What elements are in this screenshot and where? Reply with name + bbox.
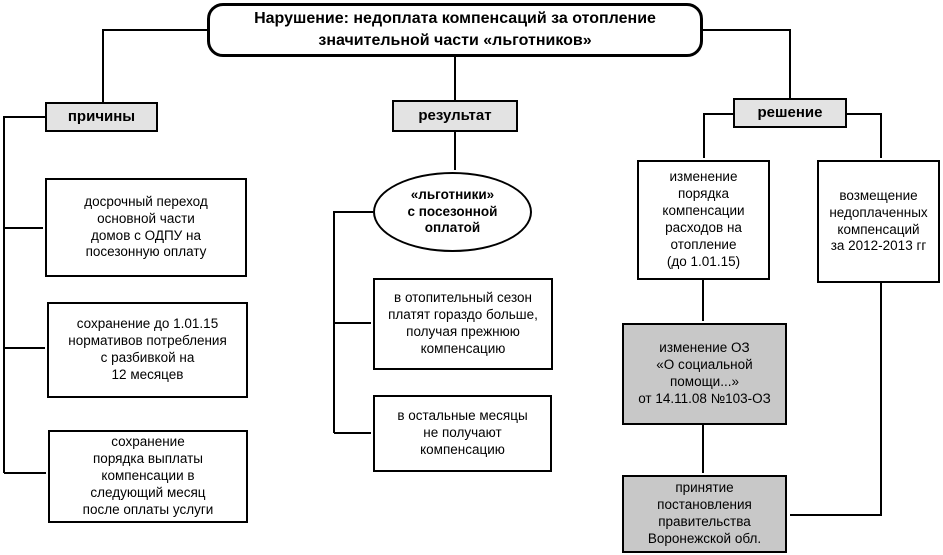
- solution-gray-item-1: изменение ОЗ «О социальной помощи...» от…: [622, 323, 787, 425]
- connector-causes-trunk: [3, 116, 45, 473]
- solution-header: решение: [733, 98, 847, 128]
- connector-solution-item1: [703, 113, 733, 158]
- solution-gray-item-2: принятие постановления правительства Вор…: [622, 475, 787, 553]
- result-item-1: в отопительный сезон платят гораздо боль…: [373, 278, 553, 370]
- connector-result-trunk: [333, 211, 373, 433]
- connector-title-causes: [102, 29, 207, 102]
- solution-item-2: возмещение недоплаченных компенсаций за …: [817, 160, 940, 283]
- causes-header: причины: [45, 102, 158, 132]
- causes-item-2: сохранение до 1.01.15 нормативов потребл…: [47, 302, 248, 398]
- causes-item-1: досрочный переход основной части домов с…: [45, 178, 247, 277]
- causes-item-3: сохранение порядка выплаты компенсации в…: [48, 430, 248, 523]
- solution-item-1: изменение порядка компенсации расходов н…: [637, 160, 770, 280]
- connector-solution-item2: [847, 113, 882, 158]
- connector-item2-gray2: [790, 283, 882, 516]
- connector-title-solution: [703, 29, 791, 98]
- result-item-2: в остальные месяцы не получают компенсац…: [373, 395, 552, 472]
- title-node: Нарушение: недоплата компенсаций за отоп…: [207, 3, 703, 57]
- result-header: результат: [392, 100, 518, 132]
- result-ellipse: «льготники» с посезонной оплатой: [373, 172, 532, 252]
